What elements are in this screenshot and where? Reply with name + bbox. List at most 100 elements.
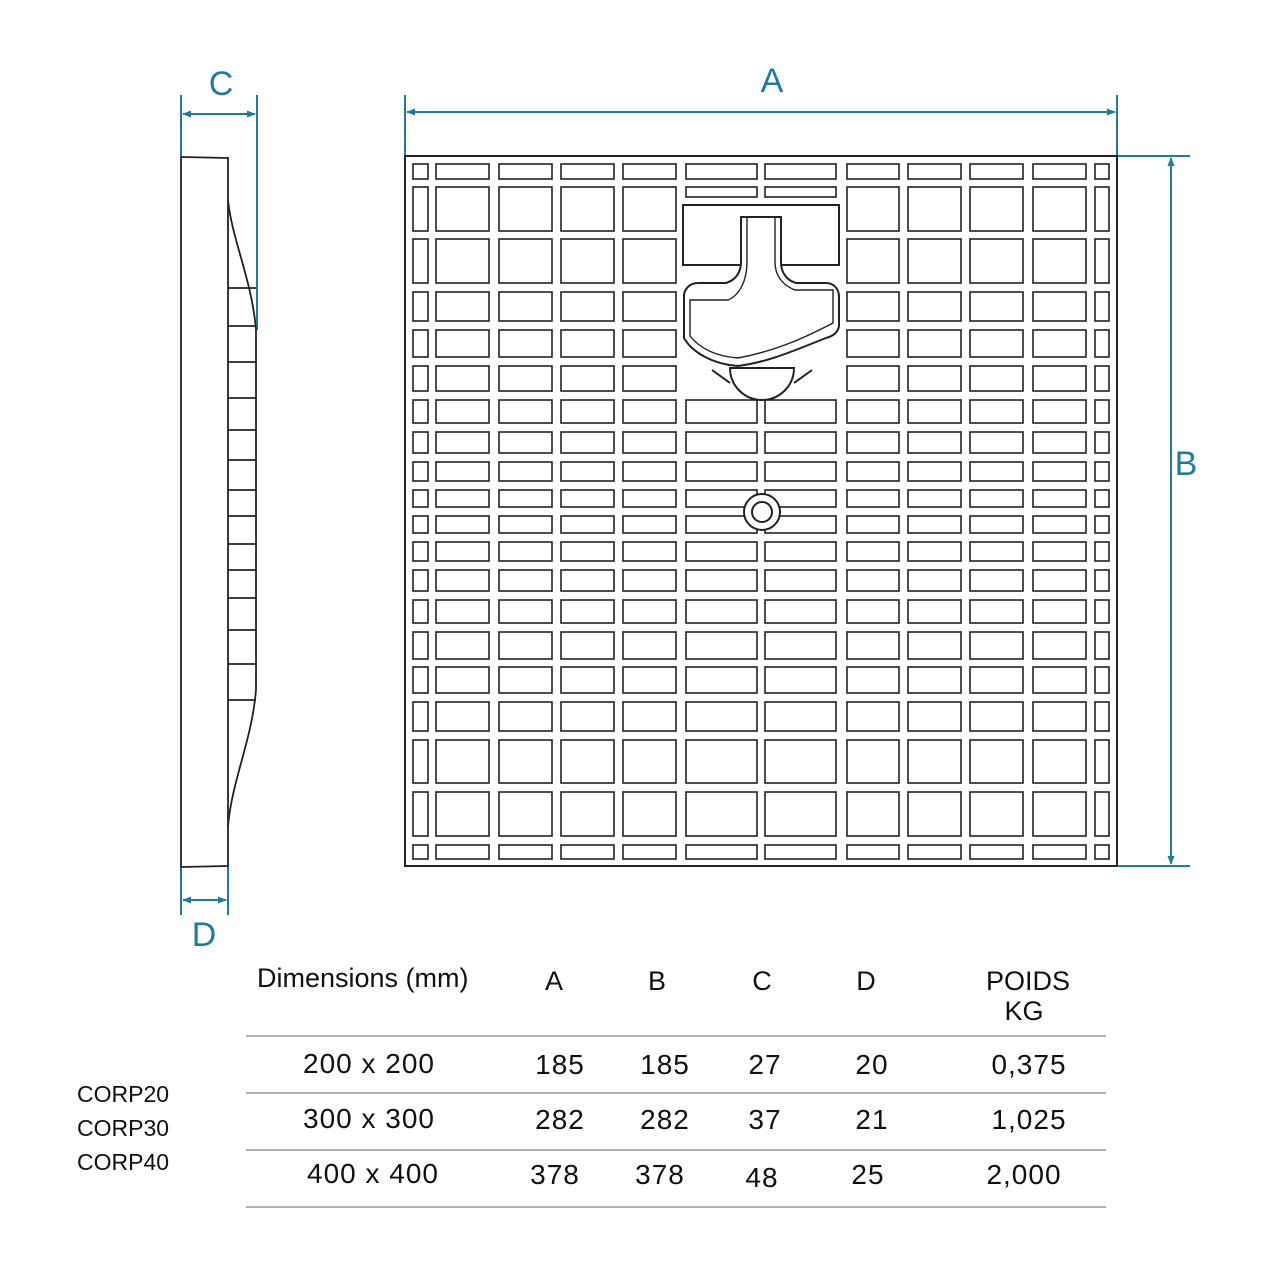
grid-cell (498, 186, 553, 232)
grid-cell (764, 569, 837, 592)
grid-cell (685, 431, 758, 454)
grid-cell (435, 399, 490, 424)
grid-cell (846, 844, 900, 860)
grid-cell (969, 431, 1024, 454)
grid-cell (969, 666, 1024, 694)
grid-cell (435, 489, 490, 508)
row-1-b: 185 (640, 1049, 690, 1080)
grid-cell (969, 631, 1024, 660)
grid-cell (1032, 515, 1087, 534)
grid-cell (435, 431, 490, 454)
table-rule-2 (246, 1149, 1106, 1151)
grid-cell (412, 489, 429, 508)
grid-cell (1032, 791, 1087, 837)
row-2-a: 282 (535, 1104, 585, 1135)
grid-cell (969, 515, 1024, 534)
model-name-2: CORP30 (77, 1115, 170, 1141)
grid-cell (1094, 791, 1110, 837)
grid-cell (685, 599, 758, 624)
grid-cell (907, 541, 962, 562)
grid-cell (969, 844, 1024, 860)
grid-cell (412, 291, 429, 322)
grid-cell (1032, 399, 1087, 424)
grid-cell (1094, 701, 1110, 732)
grid-cell (846, 291, 900, 322)
row-1-poids: 0,375 (991, 1049, 1067, 1080)
grid-cell (1032, 163, 1087, 180)
grid-cell (622, 541, 677, 562)
grid-cell (907, 186, 962, 232)
grid-cell (969, 461, 1024, 482)
row-3-b: 378 (635, 1159, 685, 1190)
grid-cell (685, 739, 758, 784)
grid-cell (969, 701, 1024, 732)
grid-cell (1032, 489, 1087, 508)
grid-cell (498, 291, 553, 322)
grid-cell (846, 186, 900, 232)
dimension-label-d: D (192, 916, 217, 954)
grid-cell (1094, 541, 1110, 562)
handle-hinge (711, 367, 813, 401)
grid-cell (764, 541, 837, 562)
grid-cell (846, 599, 900, 624)
grid-cell (907, 238, 962, 284)
grid-cell (560, 569, 615, 592)
grid-cell (1094, 489, 1110, 508)
grid-cell (1032, 541, 1087, 562)
grid-cell (685, 791, 758, 837)
grid-cell (846, 569, 900, 592)
grid-cell (560, 461, 615, 482)
grid-cell (846, 489, 900, 508)
grid-cell (764, 631, 837, 660)
grid-cell (685, 631, 758, 660)
grid-cell (1094, 461, 1110, 482)
grid-cell (846, 431, 900, 454)
grid-cell (498, 238, 553, 284)
row-1-d: 20 (855, 1049, 889, 1080)
grid-cell (907, 163, 962, 180)
top-view (404, 155, 1118, 867)
grid-cell (846, 515, 900, 534)
center-boss (743, 493, 781, 531)
handle-key-inner (689, 216, 834, 359)
grid-cell (560, 431, 615, 454)
grid-cell (764, 791, 837, 837)
grid-cell (412, 599, 429, 624)
grid-cell (498, 569, 553, 592)
grid-cell (846, 739, 900, 784)
grid-cell (412, 186, 429, 232)
hinge-semicircle (728, 367, 796, 401)
grid-cell (498, 791, 553, 837)
grid-cell (907, 431, 962, 454)
grid-cell (846, 461, 900, 482)
grid-cell (1094, 431, 1110, 454)
row-3-a: 378 (530, 1159, 580, 1190)
grid-cell (1094, 515, 1110, 534)
grid-cell (560, 399, 615, 424)
grid-cell (1094, 238, 1110, 284)
table-rule-bottom (246, 1206, 1106, 1208)
grid-cell (622, 791, 677, 837)
grid-cell (907, 844, 962, 860)
grid-cell (969, 541, 1024, 562)
grid-cell (907, 791, 962, 837)
grid-cell (622, 666, 677, 694)
grid-cell (560, 489, 615, 508)
grid-cell (622, 701, 677, 732)
grid-cell (764, 844, 837, 860)
grid-cell (685, 666, 758, 694)
grid-cell (498, 489, 553, 508)
grid-cell (622, 461, 677, 482)
grid-cell (622, 431, 677, 454)
model-name-1: CORP20 (77, 1081, 170, 1107)
grid-cell (498, 329, 553, 358)
grid-cell (622, 238, 677, 284)
grid-cell (412, 515, 429, 534)
grid-cell (685, 461, 758, 482)
boss-inner-ring (751, 501, 773, 523)
grid-cell (435, 163, 490, 180)
grid-cell (969, 186, 1024, 232)
grid-cell (498, 701, 553, 732)
grid-cell (764, 739, 837, 784)
grid-cell (622, 844, 677, 860)
